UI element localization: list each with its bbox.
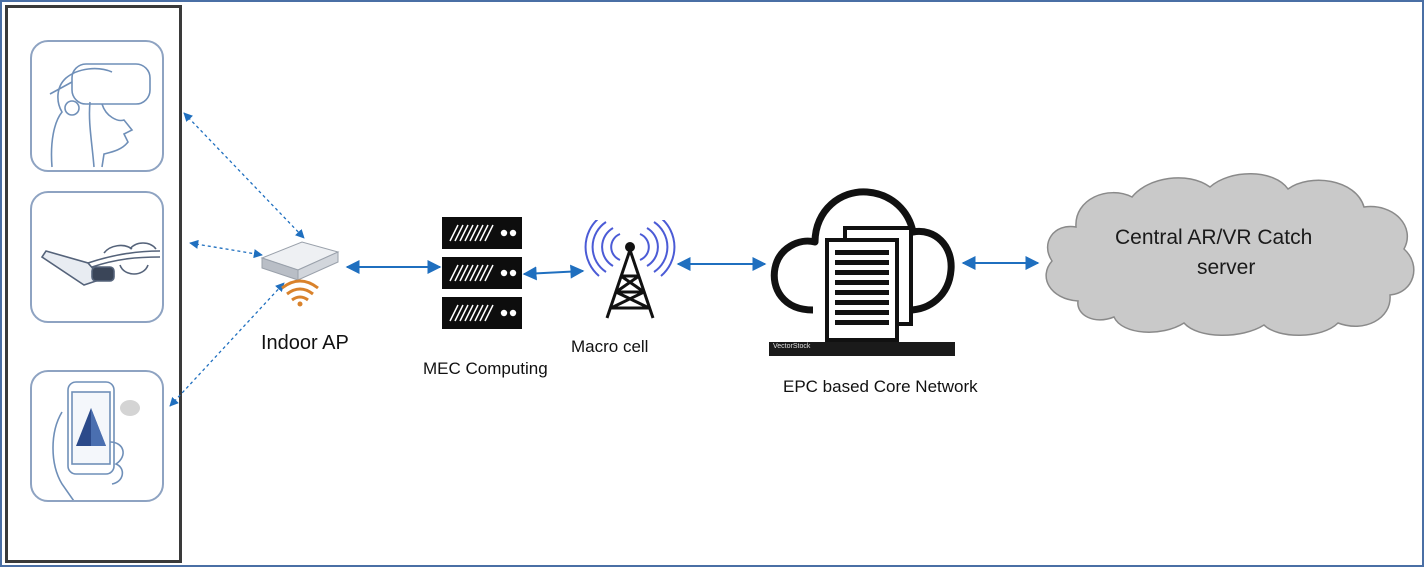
indoor-ap-label: Indoor AP: [261, 332, 349, 354]
epc-core-network-label: EPC based Core Network: [783, 377, 978, 396]
central-server-label-line2: server: [1197, 256, 1256, 279]
link-vr-to-ap: [183, 112, 305, 239]
ar-glasses-card: [30, 191, 164, 323]
ar-glasses-icon: [40, 242, 161, 286]
server-rack-icon: [442, 217, 522, 329]
smartphone-ar-icon: [52, 381, 140, 500]
user-devices-panel: [5, 5, 182, 563]
cloud-icon: [1045, 173, 1415, 336]
smartphone-ar-card: [30, 370, 164, 502]
cell-tower-icon: [584, 220, 676, 319]
mec-computing-label: MEC Computing: [423, 359, 548, 378]
link-mec-to-macro: [522, 264, 585, 281]
vr-headset-card: [30, 40, 164, 172]
vr-headset-icon: [49, 63, 151, 168]
link-phone-to-ap: [169, 282, 285, 407]
cloud-server-icon: [769, 170, 955, 356]
epc-watermark: VectorStock: [773, 343, 811, 350]
macro-cell-label: Macro cell: [571, 337, 649, 356]
link-glasses-to-ap: [189, 239, 263, 259]
central-server-label-line1: Central AR/VR Catch: [1115, 226, 1313, 249]
access-point-icon: [260, 241, 340, 307]
